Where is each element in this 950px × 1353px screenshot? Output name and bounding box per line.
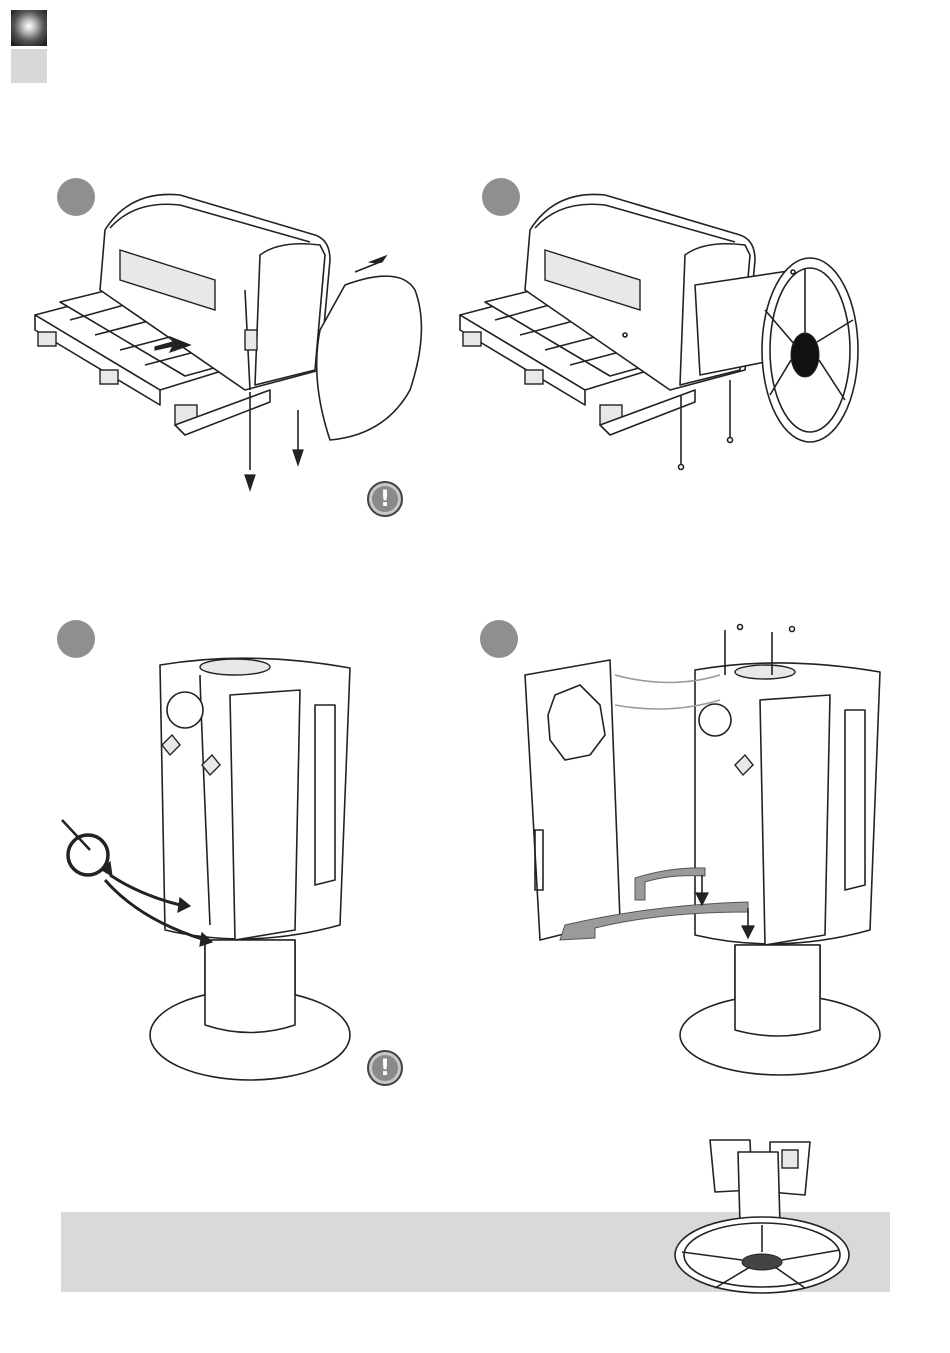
step-3-illustration (50, 650, 370, 1090)
pedestal-base-plate (762, 258, 858, 442)
pedestal (150, 940, 350, 1080)
step-1-warning-icon: ! (367, 481, 403, 517)
side-panel-removed (525, 660, 620, 940)
step-1-illustration (30, 180, 450, 510)
step-4-illustration (520, 620, 900, 1090)
step-4-badge (480, 620, 518, 658)
chapter-marker-dark (11, 10, 47, 46)
step-2-illustration (455, 180, 875, 480)
base-plate-illustration (670, 1130, 870, 1310)
chapter-marker-light (11, 49, 47, 83)
pedestal (680, 945, 880, 1075)
stove-body-upright (160, 658, 350, 940)
back-cover-disc (317, 276, 422, 440)
step-3-warning-icon: ! (367, 1050, 403, 1086)
